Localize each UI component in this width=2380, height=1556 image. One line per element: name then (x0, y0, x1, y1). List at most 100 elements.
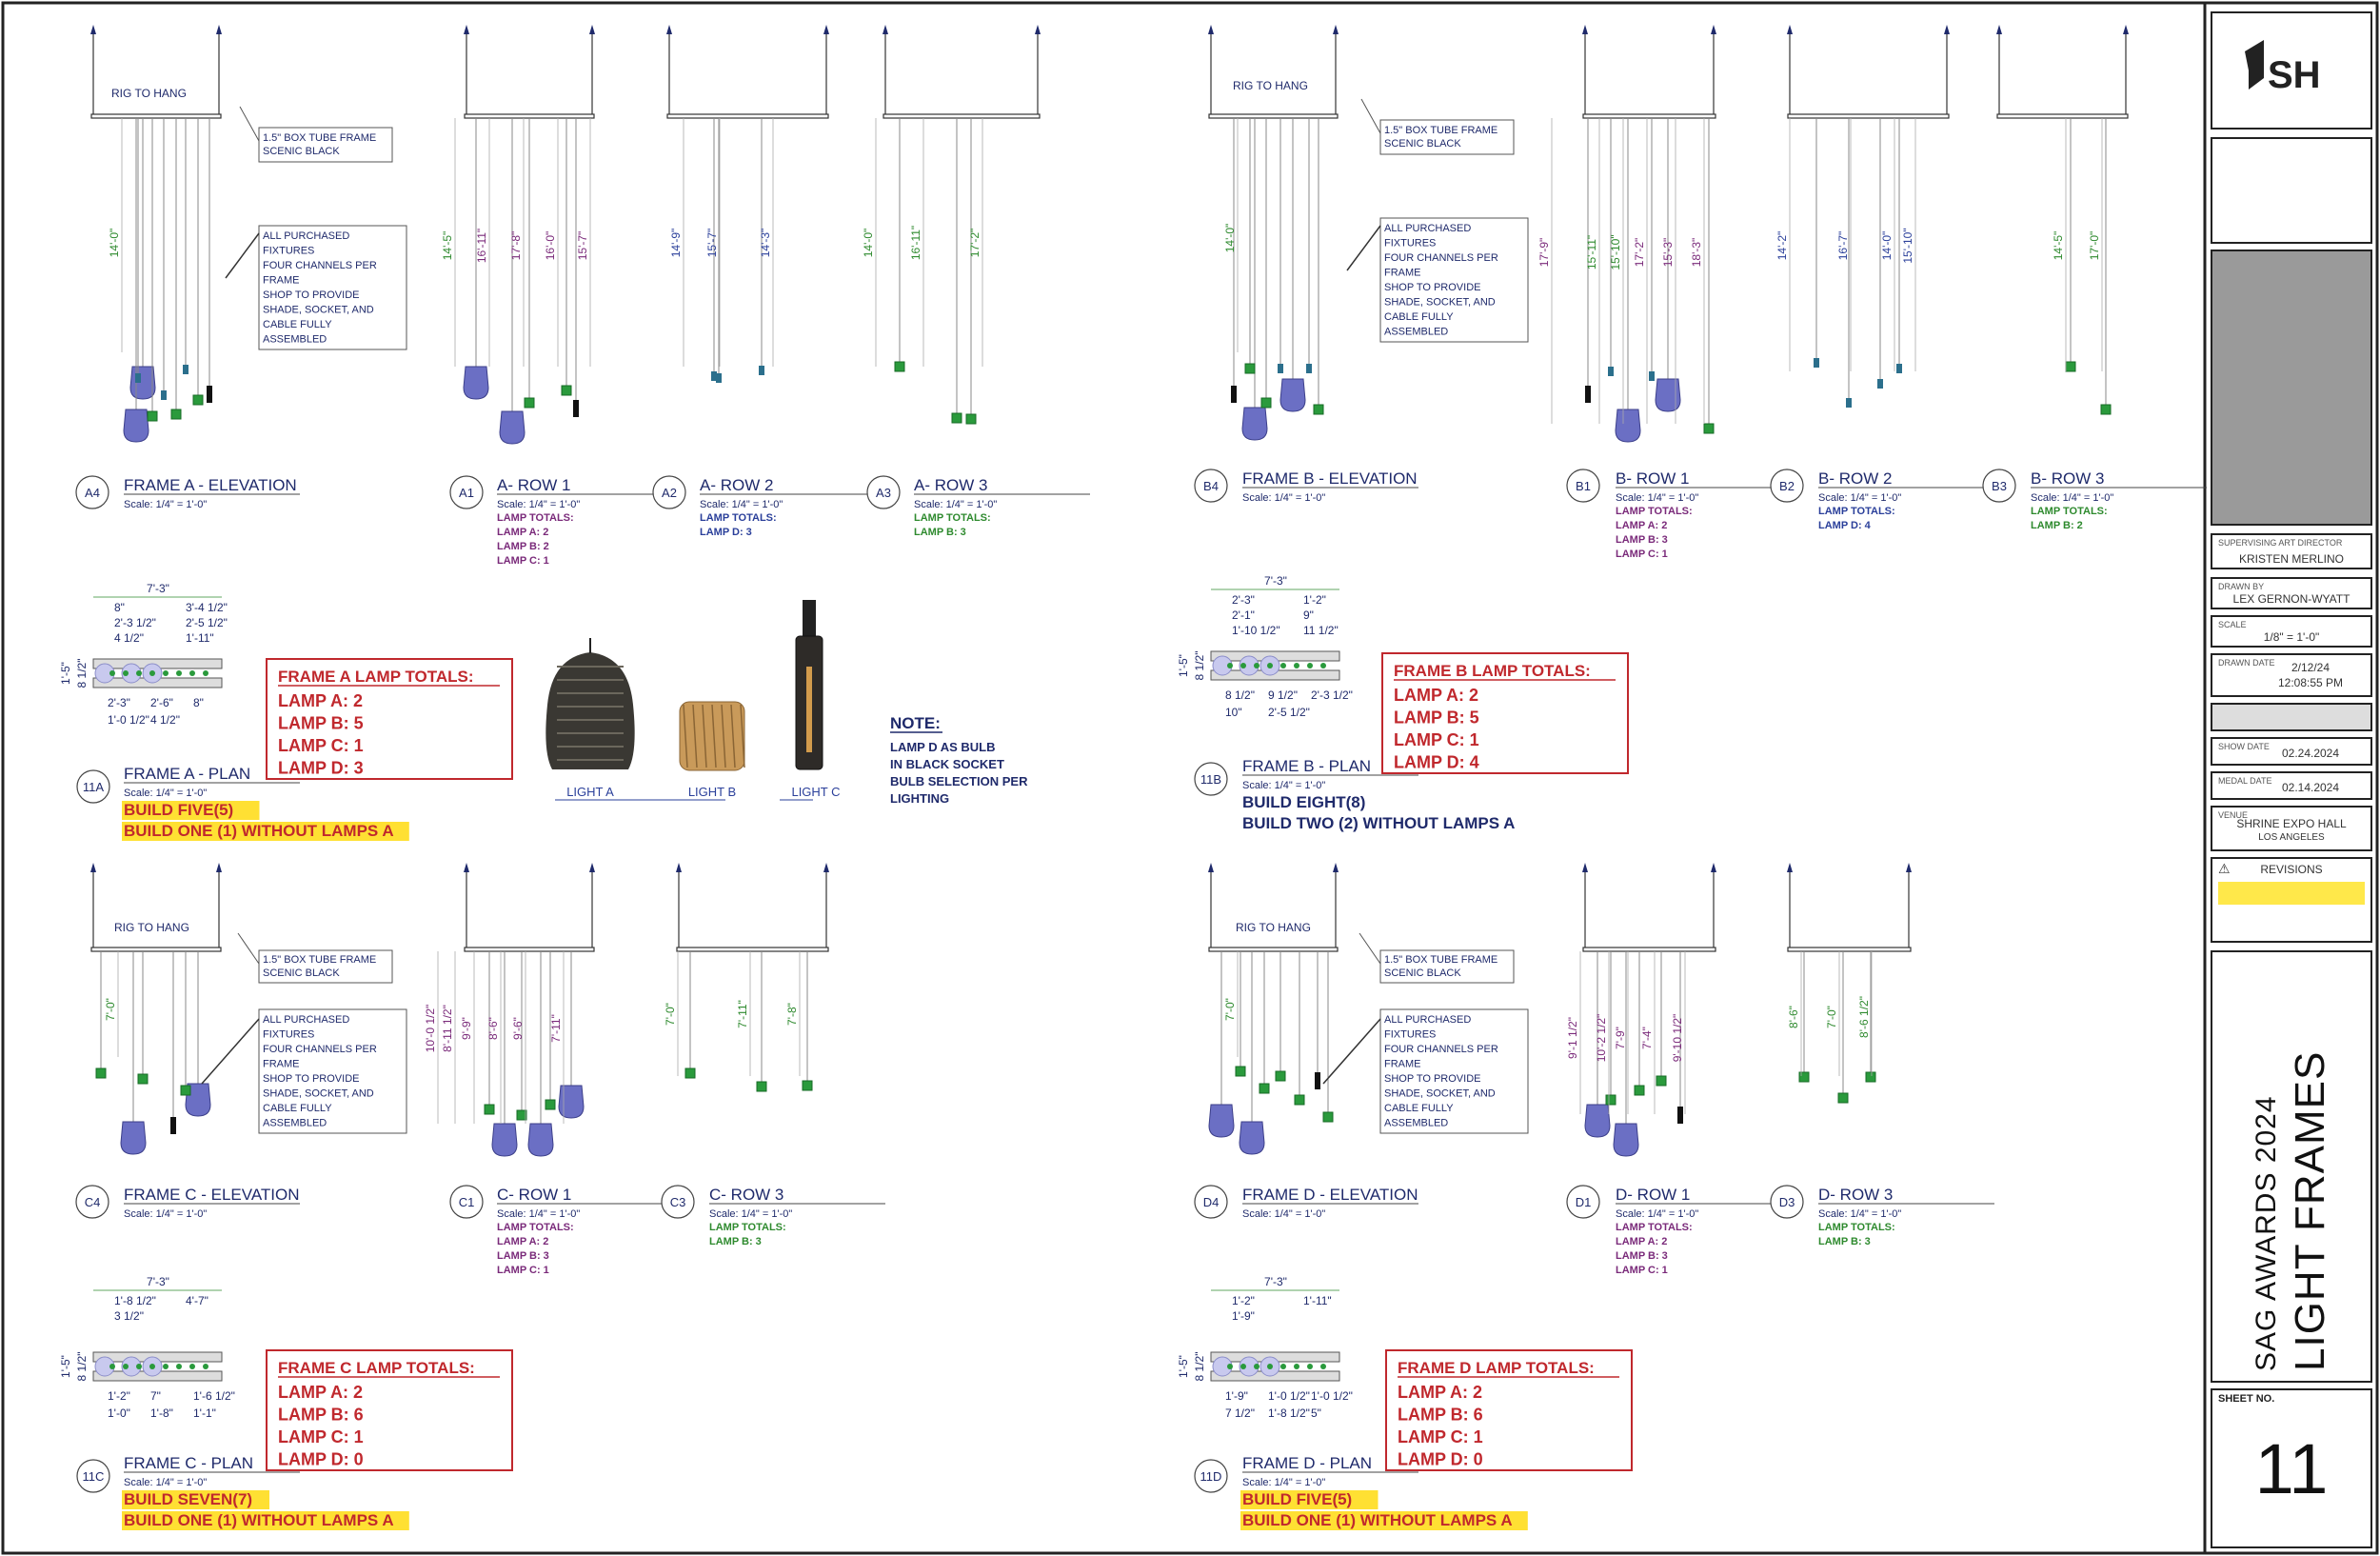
up-arrow-icon (1787, 25, 1793, 34)
lamp-c-icon (573, 400, 579, 417)
lamp-total: LAMP D: 4 (1394, 753, 1479, 772)
dimension-label: 7'-0" (1223, 998, 1237, 1021)
light-c-filament (806, 667, 812, 752)
lamp-totals-title: FRAME C LAMP TOTALS: (278, 1359, 475, 1377)
lamp-total: LAMP C: 1 (497, 1265, 549, 1276)
view-tag (1770, 1185, 1804, 1219)
lamp-plan-dot (176, 1364, 182, 1369)
view-tag (449, 475, 484, 509)
view-tag (76, 769, 110, 804)
view-tag-label: D3 (1779, 1195, 1795, 1209)
callout-text: SHOP TO PROVIDE (263, 289, 359, 301)
dimension-label: 9" (1303, 608, 1314, 622)
client-logo-box (2211, 249, 2372, 526)
show-date: 02.24.2024 (2281, 747, 2340, 760)
lamp-totals-box (1381, 652, 1629, 774)
dimension-label: 2'-3" (108, 696, 130, 709)
dimension-label: 7" (150, 1389, 161, 1403)
light-c-image (795, 600, 823, 770)
lamp-total: LAMP B: 3 (709, 1236, 762, 1247)
lamp-plan-dot (1227, 1364, 1233, 1369)
dimension-label: 1'-2" (1232, 1294, 1255, 1307)
lamp-total: LAMP B: 5 (278, 714, 364, 733)
medal-date-box: MEDAL DATE 02.14.2024 (2211, 771, 2372, 800)
lamp-b-icon (1275, 1070, 1286, 1082)
view-tag-label: C4 (85, 1195, 101, 1209)
view-tag (1770, 469, 1804, 503)
lamp-plan-dot (1294, 663, 1299, 668)
dimension-label: 15'-7" (576, 231, 589, 261)
lamp-total: LAMP B: 3 (1616, 1250, 1668, 1262)
lamp-total: LAMP B: 3 (1616, 534, 1668, 546)
view-title: FRAME C - ELEVATION (124, 1186, 300, 1204)
dimension-label: 8'-11 1/2" (441, 1005, 454, 1052)
blurred-box (2211, 703, 2372, 731)
lamp-plan-dot (163, 670, 169, 676)
dimension-label: 8'-6" (1787, 1006, 1800, 1028)
up-arrow-icon (216, 25, 222, 34)
dimension-label: 9 1/2" (1268, 688, 1298, 702)
dimension-label: 17'-2" (968, 229, 982, 258)
lamp-plan-dot (123, 670, 129, 676)
lamp-total: LAMP C: 1 (1616, 1265, 1668, 1276)
lamp-b-icon (137, 1073, 149, 1085)
lamp-plan-dot (203, 1364, 208, 1369)
lamp-d-icon (1877, 379, 1883, 389)
view-tag-label: 11A (83, 780, 104, 794)
callout-text: SHADE, SOCKET, AND (263, 305, 374, 316)
callout-text: FOUR CHANNELS PER (263, 260, 377, 271)
leader-line (201, 1018, 260, 1085)
lamp-plan-dot (1280, 1364, 1286, 1369)
frame-tube (90, 947, 222, 952)
callout-text: SHOP TO PROVIDE (263, 1073, 359, 1085)
lamp-d-icon (1846, 398, 1852, 408)
callout-text: FIXTURES (263, 1029, 314, 1041)
dimension-label: 1'-0" (108, 1406, 130, 1420)
leader-line (225, 232, 260, 279)
rig-to-hang-label: RIG TO HANG (1236, 921, 1311, 934)
view-tag (1194, 762, 1228, 796)
view-tag-label: B2 (1779, 479, 1795, 493)
scale-label: Scale: 1/4" = 1'-0" (1616, 492, 1698, 504)
frame-tube (1208, 947, 1339, 952)
revisions-box: ⚠ REVISIONS (2211, 857, 2372, 943)
callout-text: 1.5" BOX TUBE FRAME (1384, 954, 1497, 966)
view-tag-label: 11C (83, 1469, 105, 1484)
frame-tube (666, 113, 829, 119)
dimension-label: 7'-8" (785, 1003, 799, 1026)
callout-text: FIXTURES (1384, 238, 1436, 249)
dimension-label: 1'-0 1/2" (1268, 1389, 1310, 1403)
light-a-image (545, 652, 635, 769)
lamp-plan-dot (1307, 1364, 1313, 1369)
lamp-total: LAMP C: 1 (278, 736, 364, 755)
lamp-totals-label: LAMP TOTALS: (1616, 506, 1693, 517)
view-tag-label: A3 (876, 486, 891, 500)
view-tag (652, 475, 686, 509)
view-tag (75, 475, 109, 509)
scale-label: Scale: 1/4" = 1'-0" (124, 499, 207, 510)
dimension-label: 4 1/2" (150, 713, 180, 727)
dimension-label: 8 1/2" (75, 659, 89, 688)
callout-text: FOUR CHANNELS PER (1384, 1044, 1498, 1055)
dimension-label: 2'-3 1/2" (1311, 688, 1353, 702)
build-count: BUILD FIVE(5) (1242, 1490, 1352, 1508)
lamp-b-icon (192, 394, 204, 406)
dimension-label: 9'-1 1/2" (1566, 1017, 1579, 1059)
fixtures-callout (1379, 217, 1529, 343)
lamp-a-icon (499, 410, 526, 445)
dimension-label: 1'-2" (108, 1389, 130, 1403)
callout-text: SHOP TO PROVIDE (1384, 1073, 1480, 1085)
lamp-total: LAMP C: 1 (1394, 730, 1479, 749)
scale-label: Scale: 1/4" = 1'-0" (700, 499, 783, 510)
lamp-plan-dot (1320, 1364, 1326, 1369)
lamp-b-icon (1259, 1083, 1270, 1094)
dimension-label: 17'-0" (2088, 231, 2101, 261)
show-date-box: SHOW DATE 02.24.2024 (2211, 737, 2372, 766)
view-title: FRAME B - PLAN (1242, 757, 1371, 775)
lamp-a-icon (129, 366, 156, 400)
callout-text: FRAME (263, 1059, 300, 1070)
dimension-label: 14'-5" (2052, 231, 2065, 261)
lamp-total: LAMP A: 2 (497, 527, 548, 538)
frame-tube (464, 113, 595, 119)
